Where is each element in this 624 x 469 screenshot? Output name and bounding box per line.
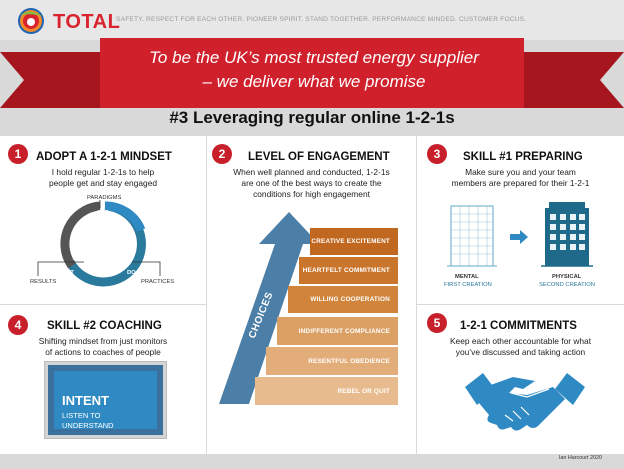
stair-indifferent-compliance: INDIFFERENT COMPLIANCE [277,317,398,345]
results-label: RESULTS [30,279,57,285]
intent-title: INTENT [62,393,109,408]
step-number-4: 4 [8,315,28,335]
intent-card-inner: INTENT LISTEN TO UNDERSTAND [54,371,157,431]
panel-1-text-1: I hold regular 1-2-1s to help [51,167,155,177]
panel-2-text-1: When well planned and conducted, 1-2-1s [233,167,390,177]
panel-5-title: 1-2-1 COMMITMENTS [460,320,577,332]
top-bar: TOTAL SAFETY. RESPECT FOR EACH OTHER. PI… [0,0,624,40]
mental-building-icon [447,205,497,267]
physical-building-icon [541,202,593,267]
banner-line-1: To be the UK’s most trusted energy suppl… [149,48,479,67]
see-label: SEE [97,210,109,216]
right-arrow-icon [510,230,528,244]
banner-ribbon [0,38,624,108]
page-subtitle: #3 Leveraging regular online 1-2-1s [169,108,455,127]
second-creation-label: SECOND CREATION [539,282,595,288]
physical-label: PHYSICAL [552,274,582,280]
panel-5-text-1: Keep each other accountable for what [449,336,592,346]
brand-name: TOTAL [53,11,121,33]
see-do-get-cycle-diagram [37,200,161,287]
step-number-2: 2 [212,144,232,164]
step-number-5: 5 [427,313,447,333]
stair-resentful-obedience: RESENTFUL OBEDIENCE [266,347,398,375]
panel-5-text-2: you’ve discussed and taking action [455,347,586,357]
panel-preparing: 3 SKILL #1 PREPARING Make sure you and y… [417,136,624,304]
panel-2-text-3: conditions for high engagement [253,189,370,199]
get-label: GET [62,270,74,276]
panel-2-text-2: are one of the best ways to create the [241,178,382,188]
panel-1-title: ADOPT A 1-2-1 MINDSET [36,151,172,163]
panel-3-text-1: Make sure you and your team [465,167,576,177]
stair-heartfelt-commitment: HEARTFELT COMMITMENT [299,257,398,284]
paradigms-label: PARADIGMS [87,195,122,201]
tagline: SAFETY. RESPECT FOR EACH OTHER. PIONEER … [116,16,527,23]
panel-2-title: LEVEL OF ENGAGEMENT [248,151,390,163]
panel-3-text-2: members are prepared for their 1-2-1 [451,178,590,188]
intent-line-2: UNDERSTAND [62,421,114,430]
intent-card: INTENT LISTEN TO UNDERSTAND [45,362,166,438]
intent-subtitle: LISTEN TO UNDERSTAND [62,411,114,431]
panel-commitments: 5 1-2-1 COMMITMENTS Keep each other acco… [417,305,624,454]
first-creation-label: FIRST CREATION [444,282,492,288]
stair-creative-excitement: CREATIVE EXCITEMENT [310,228,398,255]
choices-arrow [219,212,319,404]
panel-1-text-2: people get and stay engaged [48,178,158,188]
handshake-icon [465,373,585,431]
banner-text: To be the UK’s most trusted energy suppl… [112,46,516,94]
mental-label: MENTAL [455,274,479,280]
intent-line-1: LISTEN TO [62,411,101,420]
panel-mindset: 1 ADOPT A 1-2-1 MINDSET I hold regular 1… [0,136,206,304]
banner-line-2: – we deliver what we promise [202,72,426,91]
stair-rebel-or-quit: REBEL OR QUIT [255,377,398,405]
stair-willing-cooperation: WILLING COOPERATION [288,286,398,313]
panel-3-title: SKILL #1 PREPARING [463,151,583,163]
panel-4-text-2: of actions to coaches of people [45,347,161,357]
do-label: DO [127,270,136,276]
total-logo-icon [18,8,44,34]
step-number-1: 1 [8,144,28,164]
panel-engagement: 2 LEVEL OF ENGAGEMENT When well planned … [207,136,416,454]
step-number-3: 3 [427,144,447,164]
panel-4-title: SKILL #2 COACHING [47,320,162,332]
panel-4-text-1: Shifting mindset from just monitors [38,336,168,346]
author-credit: Ian Harcourt 2020 [558,455,602,461]
practices-label: PRACTICES [141,279,175,285]
